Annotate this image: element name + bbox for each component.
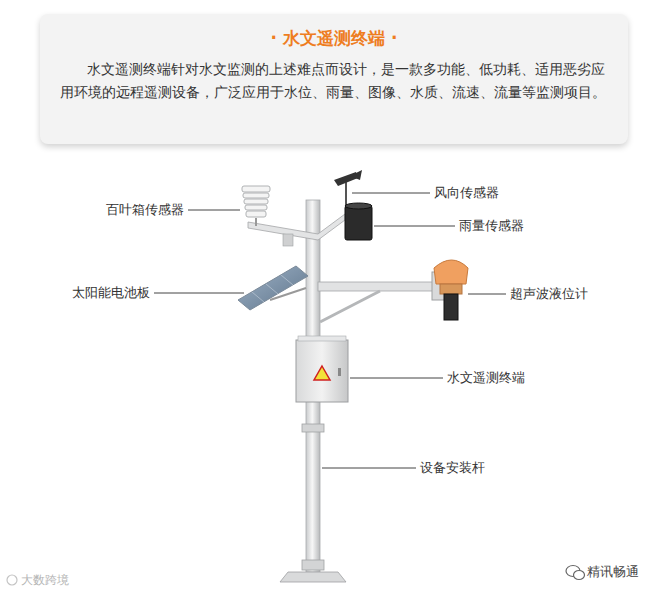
solar-panel	[238, 266, 308, 310]
cross-arm	[248, 214, 345, 240]
panel-heading: · 水文遥测终端 ·	[60, 26, 608, 50]
callout-label: 风向传感器	[434, 184, 499, 202]
pole-flange	[302, 424, 324, 432]
ultrasonic-level-meter	[432, 260, 468, 320]
callout-label: 太阳能电池板	[72, 284, 150, 302]
arm-strut	[320, 291, 380, 322]
watermark-icon	[7, 575, 17, 585]
clamp	[283, 234, 293, 246]
callout-label: 百叶箱传感器	[106, 201, 184, 219]
telemetry-cabinet	[296, 336, 348, 402]
sensor-arm	[318, 282, 444, 291]
intro-panel: · 水文遥测终端 · 水文遥测终端针对水文监测的上述难点而设计，是一款多功能、低功…	[40, 14, 628, 144]
callout-label: 超声波液位计	[510, 285, 588, 303]
leader-lines	[154, 193, 506, 468]
base-plate	[280, 572, 346, 582]
rain-gauge	[345, 203, 372, 240]
watermark: 精讯畅通	[587, 563, 639, 581]
watermark: 大数跨境	[21, 571, 69, 589]
panel-body-text: 水文遥测终端针对水文监测的上述难点而设计，是一款多功能、低功耗、适用恶劣应用环境…	[60, 58, 608, 104]
callout-label: 雨量传感器	[459, 217, 524, 235]
callout-label: 设备安装杆	[420, 459, 485, 477]
callout-label: 水文遥测终端	[447, 369, 525, 387]
louver-box	[242, 186, 270, 226]
pole-flange	[302, 560, 324, 570]
wechat-icon	[566, 566, 585, 580]
